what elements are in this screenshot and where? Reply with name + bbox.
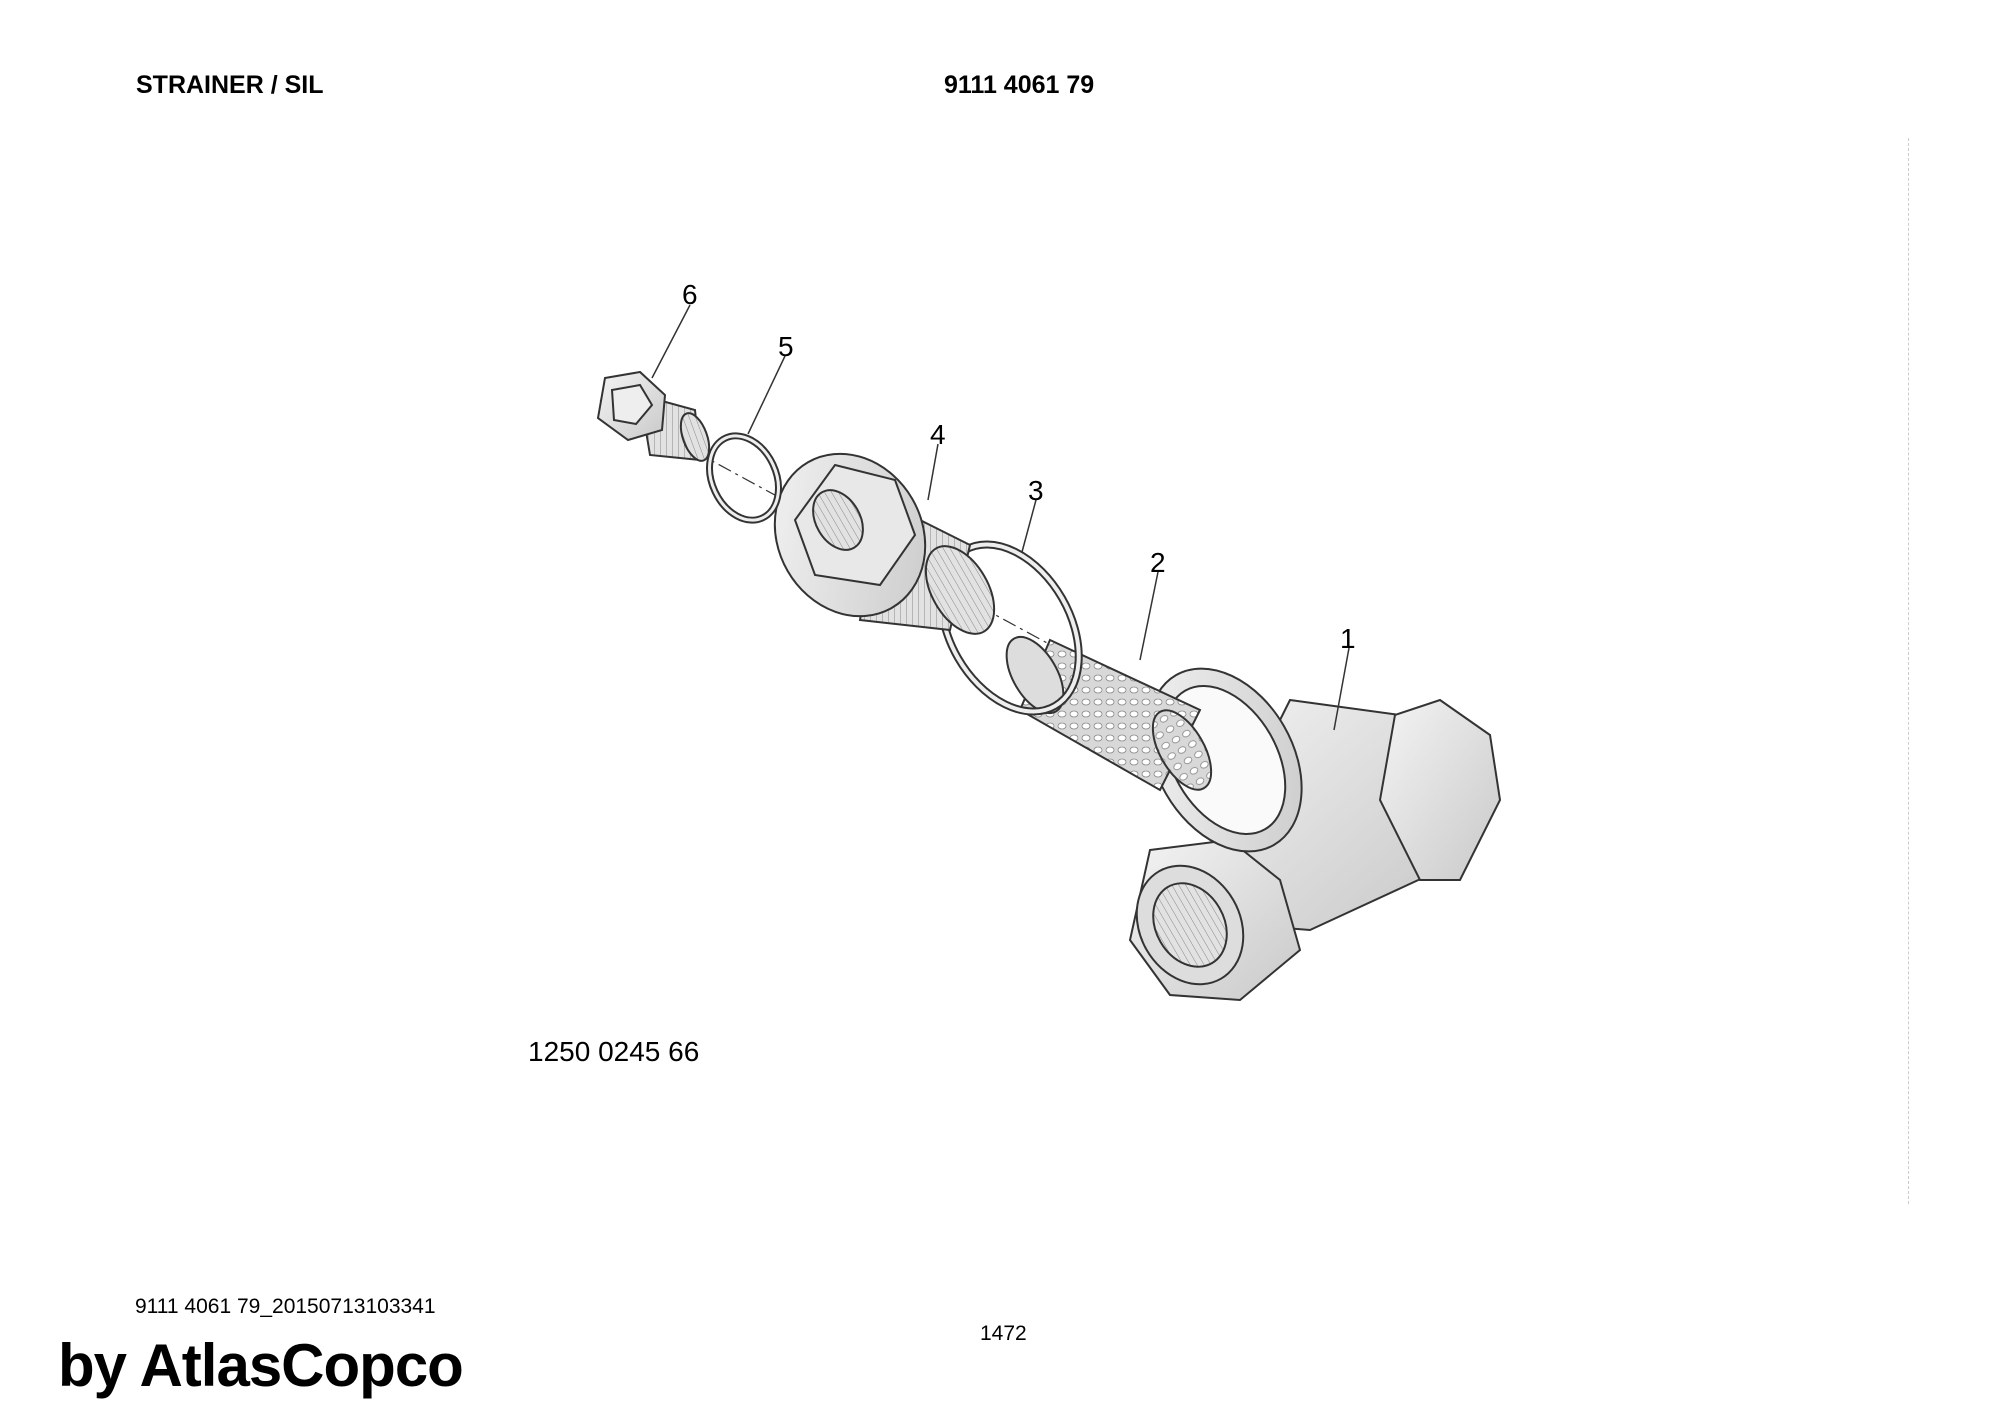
- page-title: STRAINER / SIL: [136, 71, 324, 99]
- document-id: 9111 4061 79_20150713103341: [135, 1295, 436, 1318]
- callout-5: 5: [778, 331, 794, 362]
- callout-2: 2: [1150, 547, 1166, 578]
- part-6-drain-plug: [596, 370, 711, 462]
- page-number: 1472: [980, 1322, 1027, 1345]
- callout-3: 3: [1028, 475, 1044, 506]
- part-1-strainer-body: [1128, 667, 1502, 1002]
- part-4-strainer-cap: [773, 452, 996, 635]
- callout-1: 1: [1340, 623, 1356, 654]
- part-number: 9111 4061 79: [944, 71, 1095, 99]
- page-divider: [1908, 138, 1909, 1204]
- callout-4: 4: [930, 419, 946, 450]
- drawing-number: 1250 0245 66: [528, 1036, 700, 1067]
- callout-6: 6: [682, 279, 698, 310]
- part-2-screen: [1005, 636, 1213, 792]
- callout-leaders: [651, 304, 1350, 731]
- watermark-logo: by AtlasCopco: [58, 1332, 464, 1399]
